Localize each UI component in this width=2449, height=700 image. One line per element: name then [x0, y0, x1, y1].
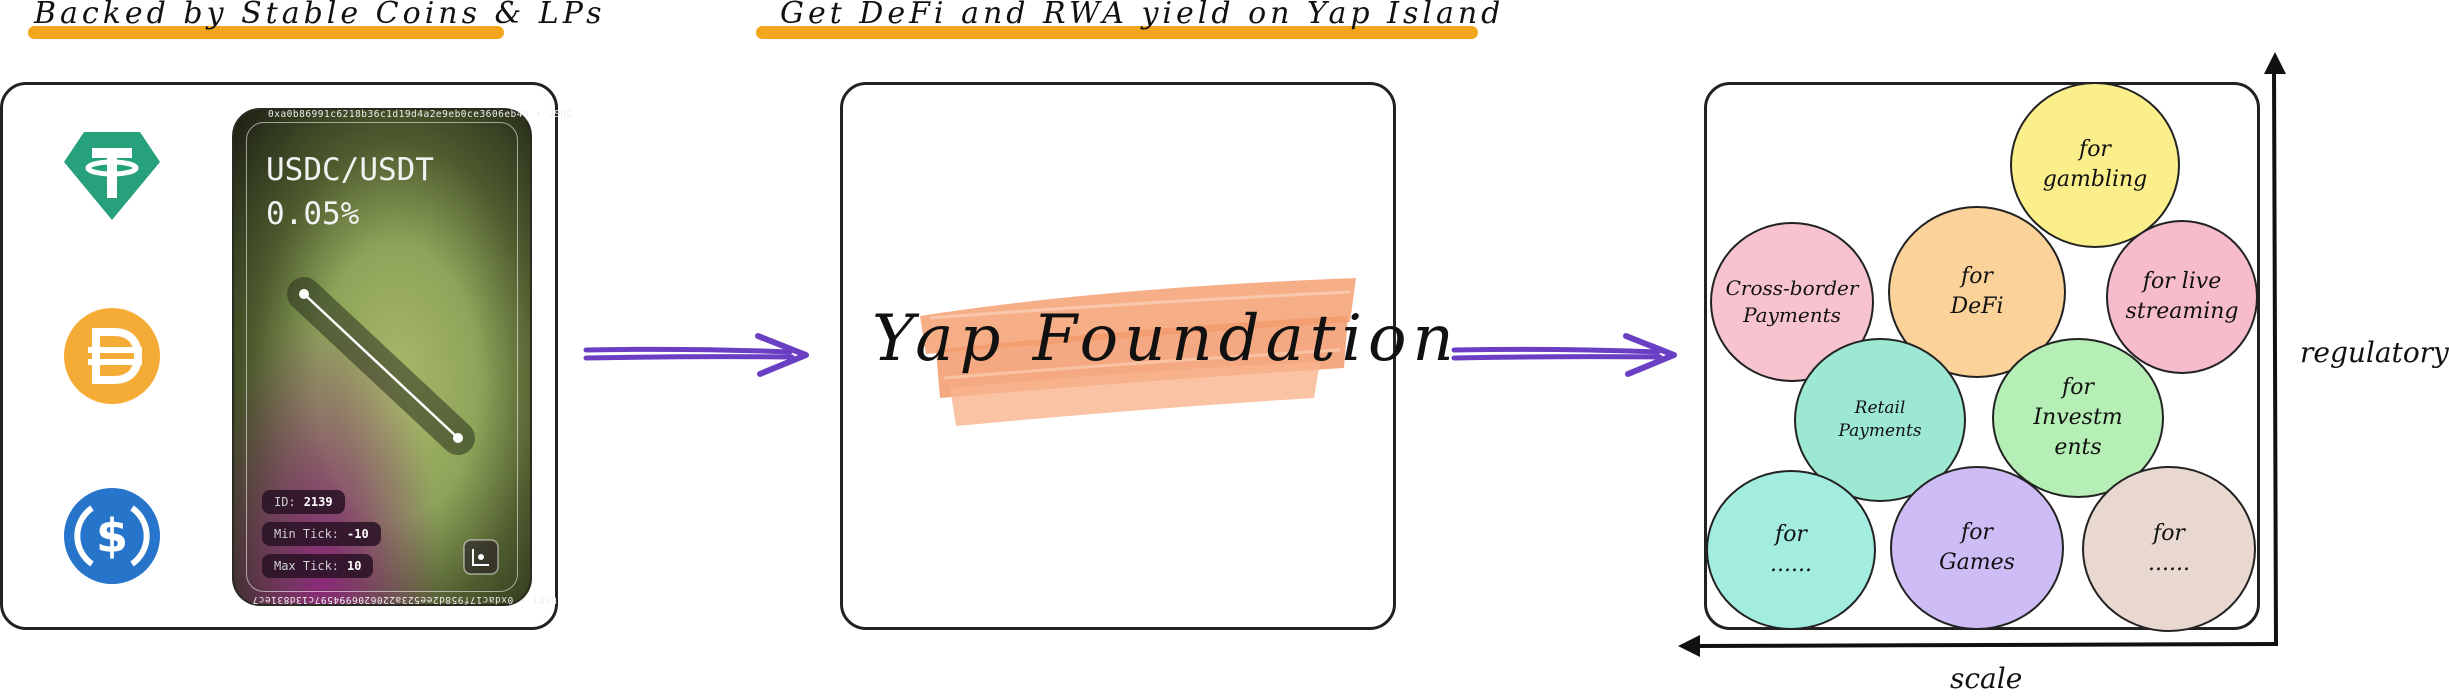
circle-gambling: for gambling [2010, 82, 2180, 248]
lp-range-curve [287, 277, 499, 575]
y-axis-label: regulatory [2300, 336, 2449, 369]
arrow-right-icon [583, 333, 809, 377]
heading-left: Backed by Stable Coins & LPs [34, 0, 606, 31]
usdc-icon: $ [62, 486, 162, 586]
circle-other-2: for ...... [2082, 466, 2256, 632]
circle-games: for Games [1890, 466, 2064, 630]
lp-card-inner-border [246, 122, 518, 592]
lp-min-tick-label: Min Tick: [274, 527, 340, 541]
lp-min-tick-value: -10 [347, 527, 369, 541]
foundation-title: Yap Foundation [872, 302, 1460, 376]
lp-position-card: 0xa0b86991c6218b36c1d19d4a2e9eb0ce3606eb… [232, 108, 572, 606]
heading-middle-marker [756, 26, 1478, 39]
lp-id-label: ID: [274, 495, 296, 509]
svg-text:$: $ [96, 509, 128, 563]
lp-max-tick-label: Max Tick: [274, 559, 340, 573]
lp-pair: USDC/USDT [266, 152, 434, 188]
tether-icon [62, 128, 162, 224]
dai-icon [62, 306, 162, 406]
lp-max-tick-pill: Max Tick: 10 [262, 554, 374, 578]
lp-max-tick-value: 10 [347, 559, 362, 573]
heading-left-marker [28, 26, 504, 39]
arrow-right-icon [1451, 333, 1677, 377]
heading-middle: Get DeFi and RWA yield on Yap Island [780, 0, 1505, 31]
lp-id-value: 2139 [303, 495, 333, 509]
circle-other-1: for ...... [1706, 470, 1876, 630]
lp-fee: 0.05% [266, 196, 360, 232]
brush-stroke [920, 278, 1356, 426]
lp-id-pill: ID: 2139 [262, 490, 345, 514]
axes [1678, 52, 2286, 657]
x-axis-label: scale [1950, 662, 2023, 695]
lp-card-top-edge: 0xa0b86991c6218b36c1d19d4a2e9eb0ce3606eb… [268, 109, 573, 120]
lp-min-tick-pill: Min Tick: -10 [262, 522, 381, 546]
circle-live-streaming: for live streaming [2106, 220, 2258, 374]
